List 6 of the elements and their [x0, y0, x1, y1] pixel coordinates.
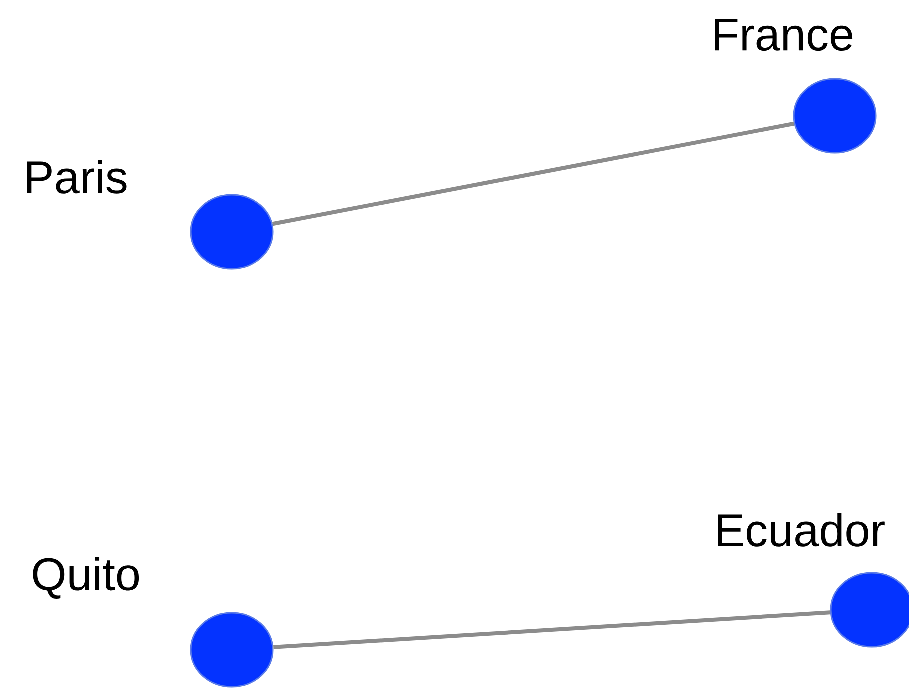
node-label: France — [715, 18, 853, 52]
connector-line — [272, 122, 795, 226]
node-label: Paris — [27, 160, 127, 194]
connector-line — [274, 610, 830, 650]
node-label: Ecuador — [718, 513, 885, 547]
node-label: Quito — [33, 557, 140, 600]
